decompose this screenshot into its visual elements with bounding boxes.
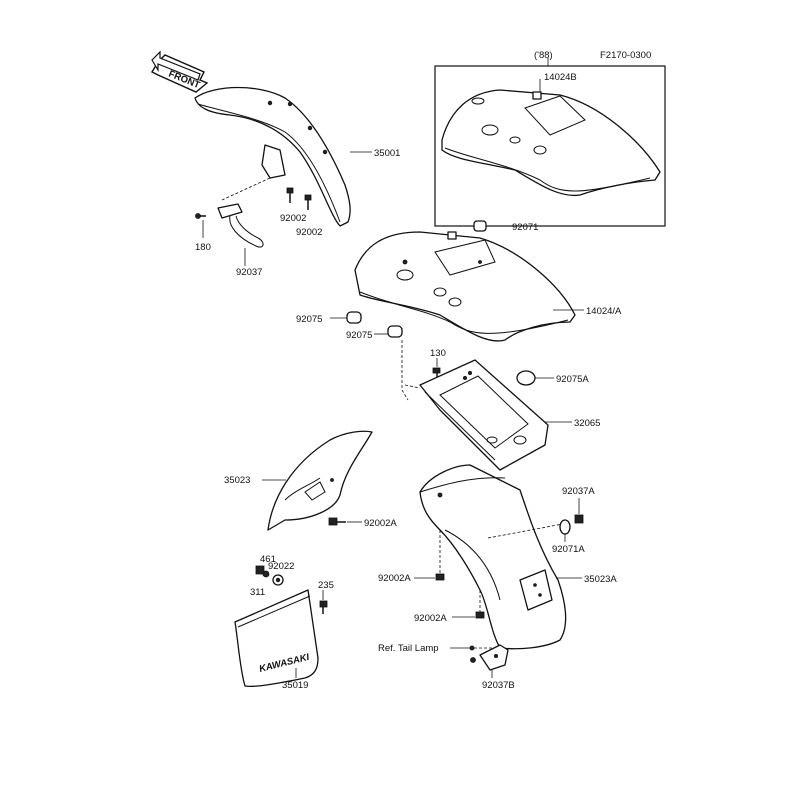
grommet-92071a: [559, 519, 571, 535]
label-14024b: 14024B: [544, 72, 577, 83]
bolt-92002a-3: [475, 611, 485, 619]
label-92037b: 92037B: [482, 680, 515, 691]
label-235: 235: [318, 580, 334, 591]
label-92022: 92022: [268, 561, 294, 572]
cover-35023: [267, 430, 373, 531]
clip-92037a: [574, 514, 584, 524]
label-14024a: 14024/A: [586, 306, 622, 317]
bolt-311: [262, 570, 270, 578]
label-461: 461: [260, 554, 276, 565]
label-92002a-1: 92002A: [364, 518, 397, 529]
grommet-92071: [473, 220, 487, 232]
front-arrow-icon: [151, 50, 209, 93]
screw-235: [319, 600, 328, 614]
grommet-92075-a: [346, 311, 362, 324]
label-92071: 92071: [512, 222, 538, 233]
bolt-92002-a: [286, 187, 294, 203]
label-92002-b: 92002: [296, 227, 322, 238]
rear-fender-35023a: [419, 464, 567, 650]
inset-year: ('88): [534, 50, 553, 61]
label-311: 311: [250, 587, 265, 598]
label-92075a: 92075A: [556, 374, 589, 385]
bolt-92002a-1: [328, 517, 346, 526]
bolt-92002a-2: [435, 573, 445, 581]
rear-fender-14024a: [354, 231, 576, 342]
washer-92022: [272, 574, 284, 586]
label-92037a: 92037A: [562, 486, 595, 497]
label-92071a: 92071A: [552, 544, 585, 555]
cap-92075a: [516, 370, 536, 386]
front-fender-35001: [194, 86, 351, 227]
bracket-92037b: [470, 644, 509, 671]
label-35023: 35023: [224, 475, 250, 486]
mudflap-35019: KAWASAKI: [234, 589, 319, 688]
bolt-92002-b: [304, 194, 312, 210]
label-92002a-3: 92002A: [414, 613, 447, 624]
label-92075-a: 92075: [296, 314, 322, 325]
rear-fender-14024b: [441, 89, 661, 197]
label-92037: 92037: [236, 267, 262, 278]
label-35019: 35019: [282, 680, 308, 691]
grommet-92075-b: [387, 325, 403, 338]
label-130: 130: [430, 348, 446, 359]
label-92002-a: 92002: [280, 213, 306, 224]
label-92002a-2: 92002A: [378, 573, 411, 584]
diagram-code: F2170-0300: [600, 50, 651, 61]
bracket-92037: [217, 203, 264, 248]
bracket-32065: [419, 359, 549, 471]
label-92075-b: 92075: [346, 330, 372, 341]
label-35023a: 35023A: [584, 574, 617, 585]
label-35001: 35001: [374, 148, 400, 159]
label-32065: 32065: [574, 418, 600, 429]
label-ref-tail-lamp: Ref. Tail Lamp: [378, 643, 439, 654]
label-180: 180: [195, 242, 211, 253]
inset-frame: [434, 65, 666, 227]
nut-461: [255, 565, 265, 575]
screw-180: [195, 213, 206, 219]
